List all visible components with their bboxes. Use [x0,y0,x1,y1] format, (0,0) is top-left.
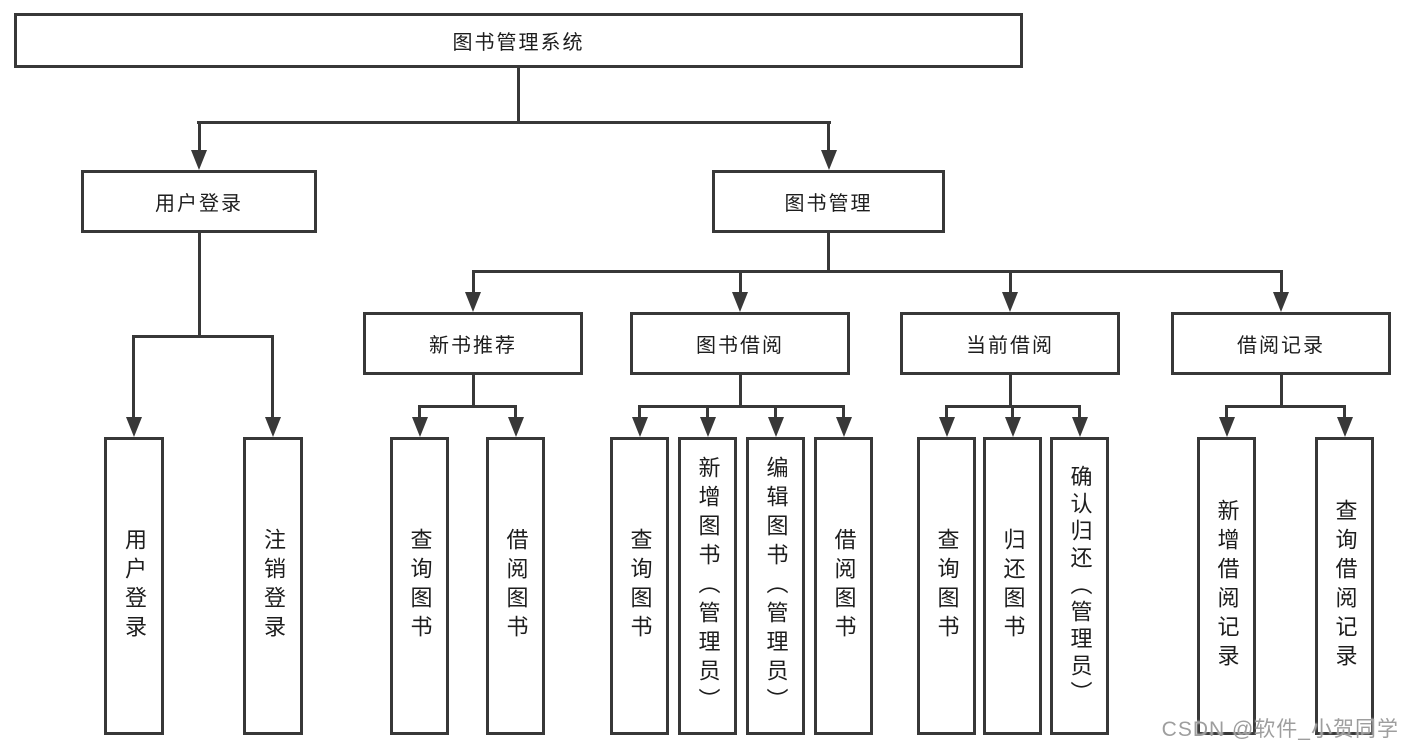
connector-drop-br-query [1343,405,1346,418]
connector-root-hbar [197,121,831,124]
connector-drop-user-login [197,121,201,151]
node-user-login: 用户登录 [81,170,317,233]
connector-borrow-records-hbar [1225,405,1346,408]
connector-current-borrow-stem [1008,375,1012,406]
connector-borrow-records-stem [1279,375,1283,406]
node-book-mgmt: 图书管理 [712,170,945,233]
node-br-add-record-label: 新增借阅记录 [1214,499,1240,673]
arrowhead-login-icon [125,417,142,437]
connector-new-books-hbar [418,405,517,408]
node-bb-edit-books: 编辑图书（管理员） [746,437,805,735]
arrowhead-nb-borrow-icon [507,417,524,437]
node-nb-borrow-books-label: 借阅图书 [503,528,529,644]
connector-drop-bb-edit [774,405,777,418]
node-bb-query-books: 查询图书 [610,437,669,735]
arrowhead-book-mgmt-icon [820,150,837,170]
arrowhead-logout-icon [264,417,281,437]
node-cb-confirm-return: 确认归还（管理员） [1050,437,1109,735]
node-current-borrow: 当前借阅 [900,312,1120,375]
node-logout: 注销登录 [243,437,303,735]
node-logout-label: 注销登录 [261,528,286,644]
connector-drop-bb-borrow [842,405,845,418]
connector-user-login-stem [197,233,201,336]
node-root: 图书管理系统 [14,13,1023,68]
connector-drop-current-borrow [1008,270,1012,293]
connector-book-mgmt-stem [827,233,830,271]
node-login: 用户登录 [104,437,164,735]
node-bb-borrow-books: 借阅图书 [814,437,873,735]
connector-root-stem [517,68,520,122]
node-cb-confirm-return-label: 确认归还（管理员） [1067,464,1093,708]
arrowhead-bb-edit-icon [767,417,784,437]
arrowhead-bb-query-icon [631,417,648,437]
node-bb-add-books: 新增图书（管理员） [678,437,737,735]
arrowhead-nb-query-icon [411,417,428,437]
arrowhead-cb-confirm-icon [1071,417,1088,437]
connector-drop-nb-query [418,405,421,418]
node-borrow-records: 借阅记录 [1171,312,1391,375]
connector-drop-logout [271,335,274,418]
arrowhead-borrow-records-icon [1273,292,1289,312]
connector-drop-borrow-records [1279,270,1283,293]
node-bb-query-books-label: 查询图书 [627,528,653,644]
watermark: CSDN @软件_小贺同学 [1161,718,1399,741]
node-cb-query-books-label: 查询图书 [934,528,960,644]
node-book-borrow: 图书借阅 [630,312,850,375]
connector-user-login-hbar [132,335,274,338]
node-bb-edit-books-label: 编辑图书（管理员） [763,455,789,717]
node-br-query-record-label: 查询借阅记录 [1332,499,1358,673]
connector-new-books-stem [471,375,475,406]
arrowhead-bb-borrow-icon [835,417,852,437]
node-bb-borrow-books-label: 借阅图书 [831,528,857,644]
node-br-add-record: 新增借阅记录 [1197,437,1256,735]
connector-drop-nb-borrow [514,405,517,418]
arrowhead-user-login-icon [191,150,207,170]
connector-drop-bb-query [638,405,641,418]
connector-book-mgmt-hbar [471,270,1283,273]
arrowhead-br-add-icon [1218,417,1235,437]
connector-drop-login [132,335,135,418]
connector-drop-bb-add [706,405,709,418]
node-cb-query-books: 查询图书 [917,437,976,735]
connector-book-borrow-hbar [638,405,845,408]
node-cb-return-books: 归还图书 [983,437,1042,735]
node-cb-return-books-label: 归还图书 [1000,528,1026,644]
arrowhead-new-books-icon [465,292,481,312]
node-nb-borrow-books: 借阅图书 [486,437,545,735]
connector-drop-cb-query [945,405,948,418]
node-nb-query-books: 查询图书 [390,437,449,735]
connector-book-borrow-stem [738,375,742,406]
arrowhead-current-borrow-icon [1002,292,1018,312]
arrowhead-cb-query-icon [938,417,955,437]
node-new-books: 新书推荐 [363,312,583,375]
connector-drop-book-mgmt [827,121,830,151]
node-br-query-record: 查询借阅记录 [1315,437,1374,735]
node-bb-add-books-label: 新增图书（管理员） [695,455,721,717]
arrowhead-bb-add-icon [699,417,716,437]
node-login-label: 用户登录 [122,528,147,644]
connector-drop-book-borrow [738,270,742,293]
arrowhead-cb-return-icon [1004,417,1021,437]
connector-drop-new-books [471,270,475,293]
arrowhead-book-borrow-icon [732,292,748,312]
arrowhead-br-query-icon [1336,417,1353,437]
node-nb-query-books-label: 查询图书 [407,528,433,644]
connector-drop-br-add [1225,405,1228,418]
connector-drop-cb-confirm [1078,405,1081,418]
connector-drop-cb-return [1011,405,1014,418]
